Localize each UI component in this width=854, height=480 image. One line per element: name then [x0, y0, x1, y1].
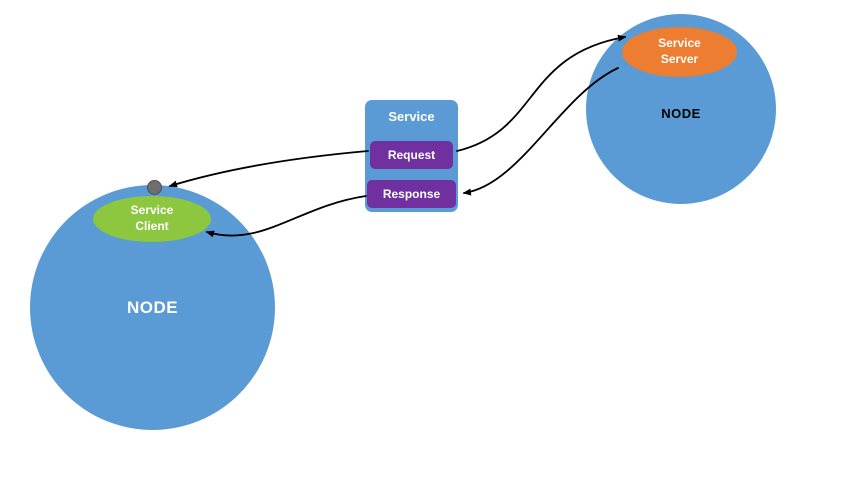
service-client-ellipse: Service Client: [93, 196, 211, 242]
client-node-edge-dot: [147, 180, 162, 195]
request-box: Request: [370, 141, 453, 169]
service-server-ellipse: Service Server: [622, 27, 737, 77]
service-server-label: Service Server: [658, 36, 701, 66]
response-box: Response: [367, 180, 456, 208]
service-box-title: Service: [388, 109, 435, 124]
request-client-link-arrow: [168, 150, 369, 188]
client-node-label: NODE: [126, 297, 179, 317]
service-client-label: Service Client: [130, 203, 174, 233]
service-box: Service Request Response: [365, 100, 458, 212]
server-node-label: NODE: [661, 105, 701, 121]
